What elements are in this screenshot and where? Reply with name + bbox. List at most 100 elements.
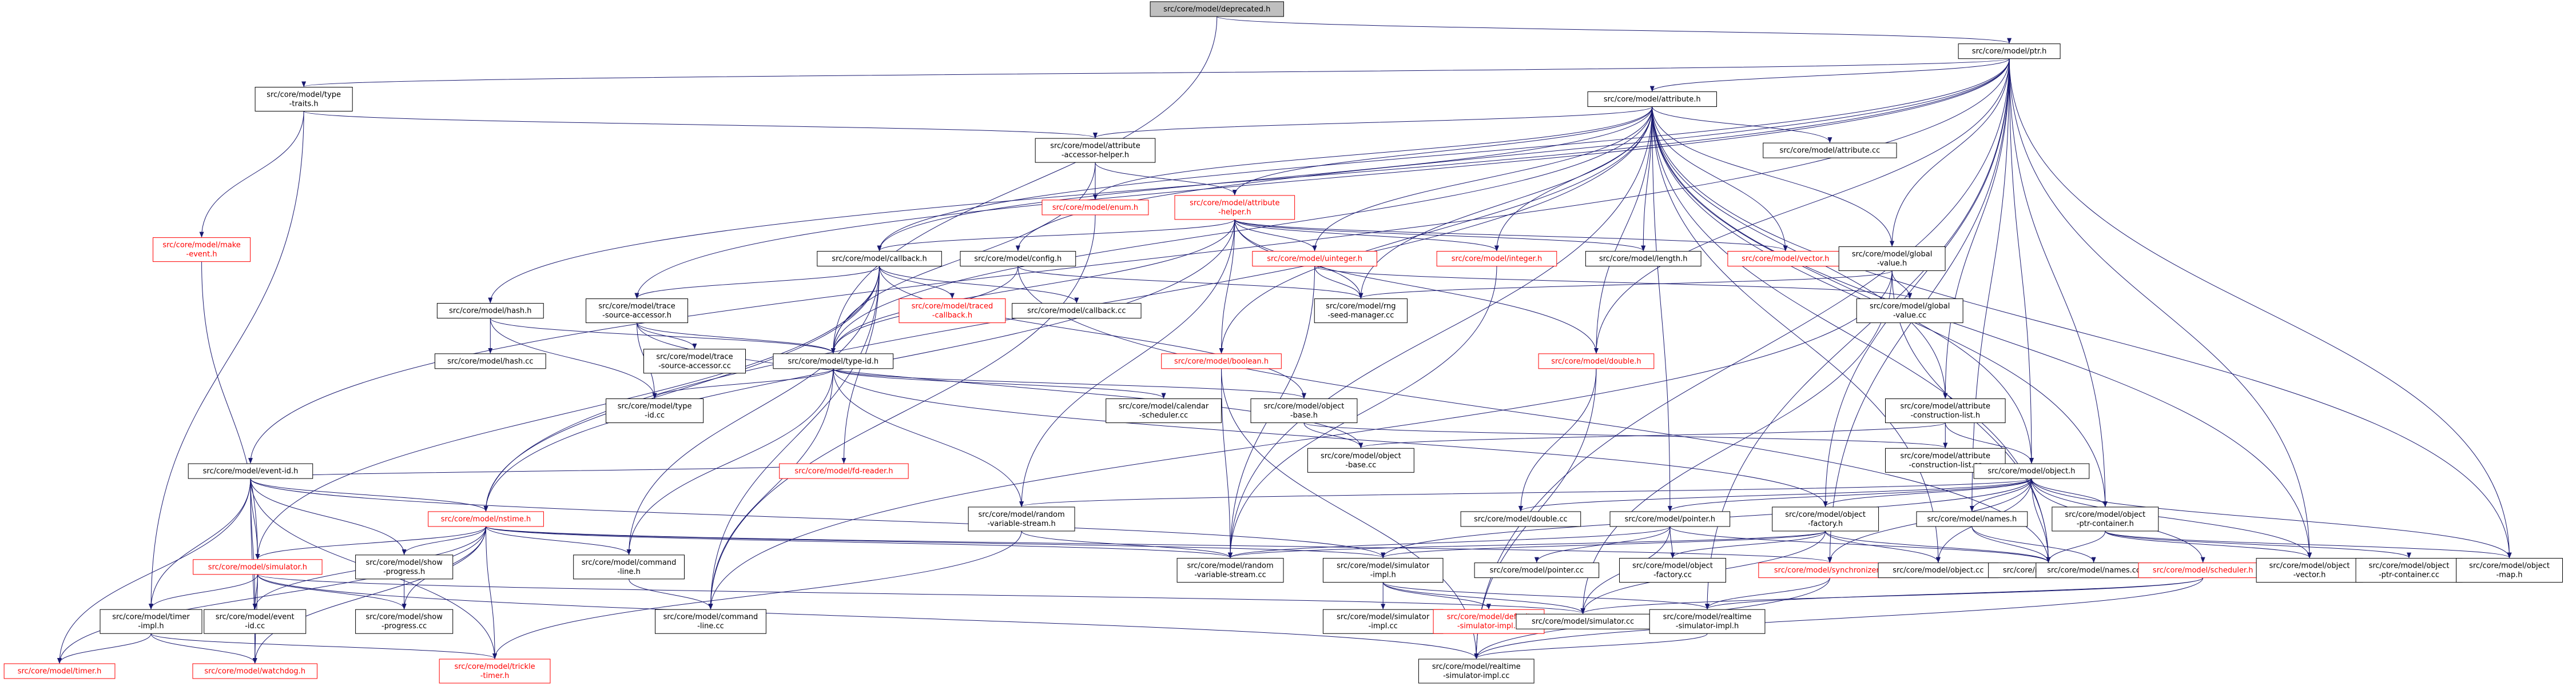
node-cal_sched[interactable]: src/core/model/calendar-scheduler.cc (1106, 398, 1222, 424)
node-ptr[interactable]: src/core/model/ptr.h (1958, 43, 2061, 59)
node-config_h[interactable]: src/core/model/config.h (960, 251, 1076, 267)
node-type_id[interactable]: src/core/model/type-id.h (773, 353, 894, 369)
node-traced_cb[interactable]: src/core/model/traced-callback.h (899, 298, 1006, 324)
node-attr_helper[interactable]: src/core/model/attribute-helper.h (1174, 195, 1295, 220)
node-box (1727, 251, 1844, 267)
node-box (606, 398, 704, 424)
node-obj_map[interactable]: src/core/model/object-map.h (2456, 558, 2563, 583)
node-obj_factory[interactable]: src/core/model/object-factory.h (1772, 506, 1879, 532)
node-label: -factory.cc (1653, 571, 1692, 580)
node-watchdog[interactable]: src/core/model/watchdog.h (192, 663, 317, 679)
node-names_h[interactable]: src/core/model/names.h (1916, 511, 2028, 527)
node-fd_reader[interactable]: src/core/model/fd-reader.h (779, 463, 909, 479)
node-pointer[interactable]: src/core/model/pointer.h (1609, 511, 1731, 527)
edge-object_h-to-config_cc (2031, 478, 2051, 563)
node-double_h[interactable]: src/core/model/double.h (1538, 353, 1655, 369)
node-label: src/core/model/timer.h (18, 667, 102, 676)
node-simulator_cc[interactable]: src/core/model/simulator.cc (1516, 613, 1650, 629)
node-rand_stream[interactable]: src/core/model/random-variable-stream.h (968, 506, 1075, 532)
node-cmd_line[interactable]: src/core/model/command-line.h (573, 555, 685, 580)
node-label: src/core/model/default (1447, 613, 1531, 621)
node-enum[interactable]: src/core/model/enum.h (1041, 200, 1149, 216)
node-label: src/core/model/watchdog.h (204, 667, 305, 676)
node-box (255, 86, 353, 111)
node-obj_ptr_cont[interactable]: src/core/model/object-ptr-container.h (2052, 506, 2159, 532)
node-hash_cc[interactable]: src/core/model/hash.cc (434, 353, 546, 369)
node-integer[interactable]: src/core/model/integer.h (1436, 251, 1557, 267)
node-nstime[interactable]: src/core/model/nstime.h (428, 511, 544, 527)
graph-nodes: src/core/model/deprecated.h src/core/mode… (3, 1, 2563, 684)
edge-config_h-to-config_cc (1017, 266, 2051, 563)
node-box (643, 349, 746, 374)
node-label: -impl.h (1370, 571, 1396, 580)
node-callback_cc[interactable]: src/core/model/callback.cc (1012, 303, 1142, 319)
node-pointer_cc[interactable]: src/core/model/pointer.cc (1474, 563, 1600, 579)
node-attr_acc[interactable]: src/core/model/attribute-accessor-helper… (1035, 138, 1156, 163)
node-deprecated[interactable]: src/core/model/deprecated.h (1150, 1, 1284, 17)
edge-attribute-to-pointer (1652, 106, 1672, 512)
node-box (1878, 563, 1999, 579)
node-object_cc[interactable]: src/core/model/object.cc (1878, 563, 1999, 579)
node-label: src/core/model/config.h (974, 255, 1062, 264)
node-double_cc[interactable]: src/core/model/double.cc (1460, 511, 1581, 527)
node-vector_h[interactable]: src/core/model/vector.h (1727, 251, 1844, 267)
node-event_id[interactable]: src/core/model/event-id.h (188, 463, 313, 479)
node-label: src/core/model/attribute.cc (1779, 146, 1880, 155)
node-box (1856, 298, 1963, 324)
node-box (1460, 511, 1581, 527)
node-type_traits[interactable]: src/core/model/type-traits.h (255, 86, 353, 111)
edge-attribute-to-double_h (1593, 106, 1653, 354)
node-event_id_cc[interactable]: src/core/model/event-id.cc (204, 609, 307, 634)
node-rand_stream_cc[interactable]: src/core/model/random-variable-stream.cc (1176, 558, 1284, 583)
node-global_value_cc[interactable]: src/core/model/global-value.cc (1856, 298, 1963, 324)
node-hash_h[interactable]: src/core/model/hash.h (436, 303, 544, 319)
edge-callback-to-trace_src (634, 266, 880, 299)
node-obj_base[interactable]: src/core/model/object-base.h (1250, 398, 1358, 424)
edge-timer_impl-to-watchdog (150, 633, 257, 664)
node-simulator_h[interactable]: src/core/model/simulator.h (193, 559, 323, 575)
node-show_prog_cc[interactable]: src/core/model/show-progress.cc (355, 609, 454, 634)
node-rt_sim_impl[interactable]: src/core/model/realtime-simulator-impl.h (1649, 609, 1766, 634)
edge-event_id-to-timer_impl (149, 478, 251, 610)
node-callback[interactable]: src/core/model/callback.h (817, 251, 942, 267)
node-uinteger[interactable]: src/core/model/uinteger.h (1252, 251, 1377, 267)
node-scheduler[interactable]: src/core/model/scheduler.h (2138, 563, 2268, 579)
node-sim_impl_cc[interactable]: src/core/model/simulator-impl.cc (1322, 609, 1444, 634)
node-box (1012, 303, 1142, 319)
node-sim_impl[interactable]: src/core/model/simulator-impl.h (1322, 558, 1444, 583)
node-global_value[interactable]: src/core/model/global-value.h (1838, 246, 1946, 272)
node-cmd_line_cc[interactable]: src/core/model/command-line.cc (655, 609, 766, 634)
node-trace_src[interactable]: src/core/model/trace-source-accessor.h (586, 298, 689, 324)
edge-pointer-to-config_cc (1669, 526, 2051, 563)
node-type_id_cc[interactable]: src/core/model/type-id.cc (606, 398, 704, 424)
node-length[interactable]: src/core/model/length.h (1585, 251, 1702, 267)
edge-attribute-to-type_id (830, 106, 1653, 354)
node-names_cc[interactable]: src/core/model/names.cc (2036, 563, 2152, 579)
edge-event_id-to-nstime (250, 478, 488, 512)
node-timer_h[interactable]: src/core/model/timer.h (3, 663, 116, 679)
node-label: -vector.h (2293, 571, 2326, 580)
node-obj_base_cc[interactable]: src/core/model/object-base.cc (1307, 448, 1414, 473)
node-attribute[interactable]: src/core/model/attribute.h (1587, 91, 1717, 107)
node-sync_h[interactable]: src/core/model/synchronizer.h (1758, 563, 1902, 579)
node-make_event[interactable]: src/core/model/make-event.h (153, 237, 251, 262)
node-boolean[interactable]: src/core/model/boolean.h (1161, 353, 1282, 369)
node-timer_impl[interactable]: src/core/model/timer-impl.h (100, 609, 202, 634)
node-obj_ptr_cont_cc[interactable]: src/core/model/object-ptr-container.cc (2355, 558, 2463, 583)
node-show_prog[interactable]: src/core/model/show-progress.h (355, 555, 454, 580)
node-trickle[interactable]: src/core/model/trickle-timer.h (439, 659, 551, 684)
node-attribute_cc[interactable]: src/core/model/attribute.cc (1763, 142, 1897, 158)
edge-nstime-to-trickle (486, 526, 498, 659)
node-box (1538, 353, 1655, 369)
node-object_h[interactable]: src/core/model/object.h (1973, 463, 2090, 479)
edge-ptr-to-object_h (2009, 58, 2034, 464)
node-trace_src_cc[interactable]: src/core/model/trace-source-accessor.cc (643, 349, 746, 374)
node-rt_sim_cc[interactable]: src/core/model/realtime-simulator-impl.c… (1418, 659, 1535, 684)
node-obj_factory_cc[interactable]: src/core/model/object-factory.cc (1619, 558, 1726, 583)
node-box (1106, 398, 1222, 424)
node-attr_cons[interactable]: src/core/model/attribute-construction-li… (1885, 398, 2006, 424)
node-rng_seed[interactable]: src/core/model/rng-seed-manager.cc (1314, 298, 1408, 324)
node-box (1436, 251, 1557, 267)
node-obj_vector[interactable]: src/core/model/object-vector.h (2256, 558, 2363, 583)
node-label: src/core/model/hash.cc (447, 357, 533, 366)
